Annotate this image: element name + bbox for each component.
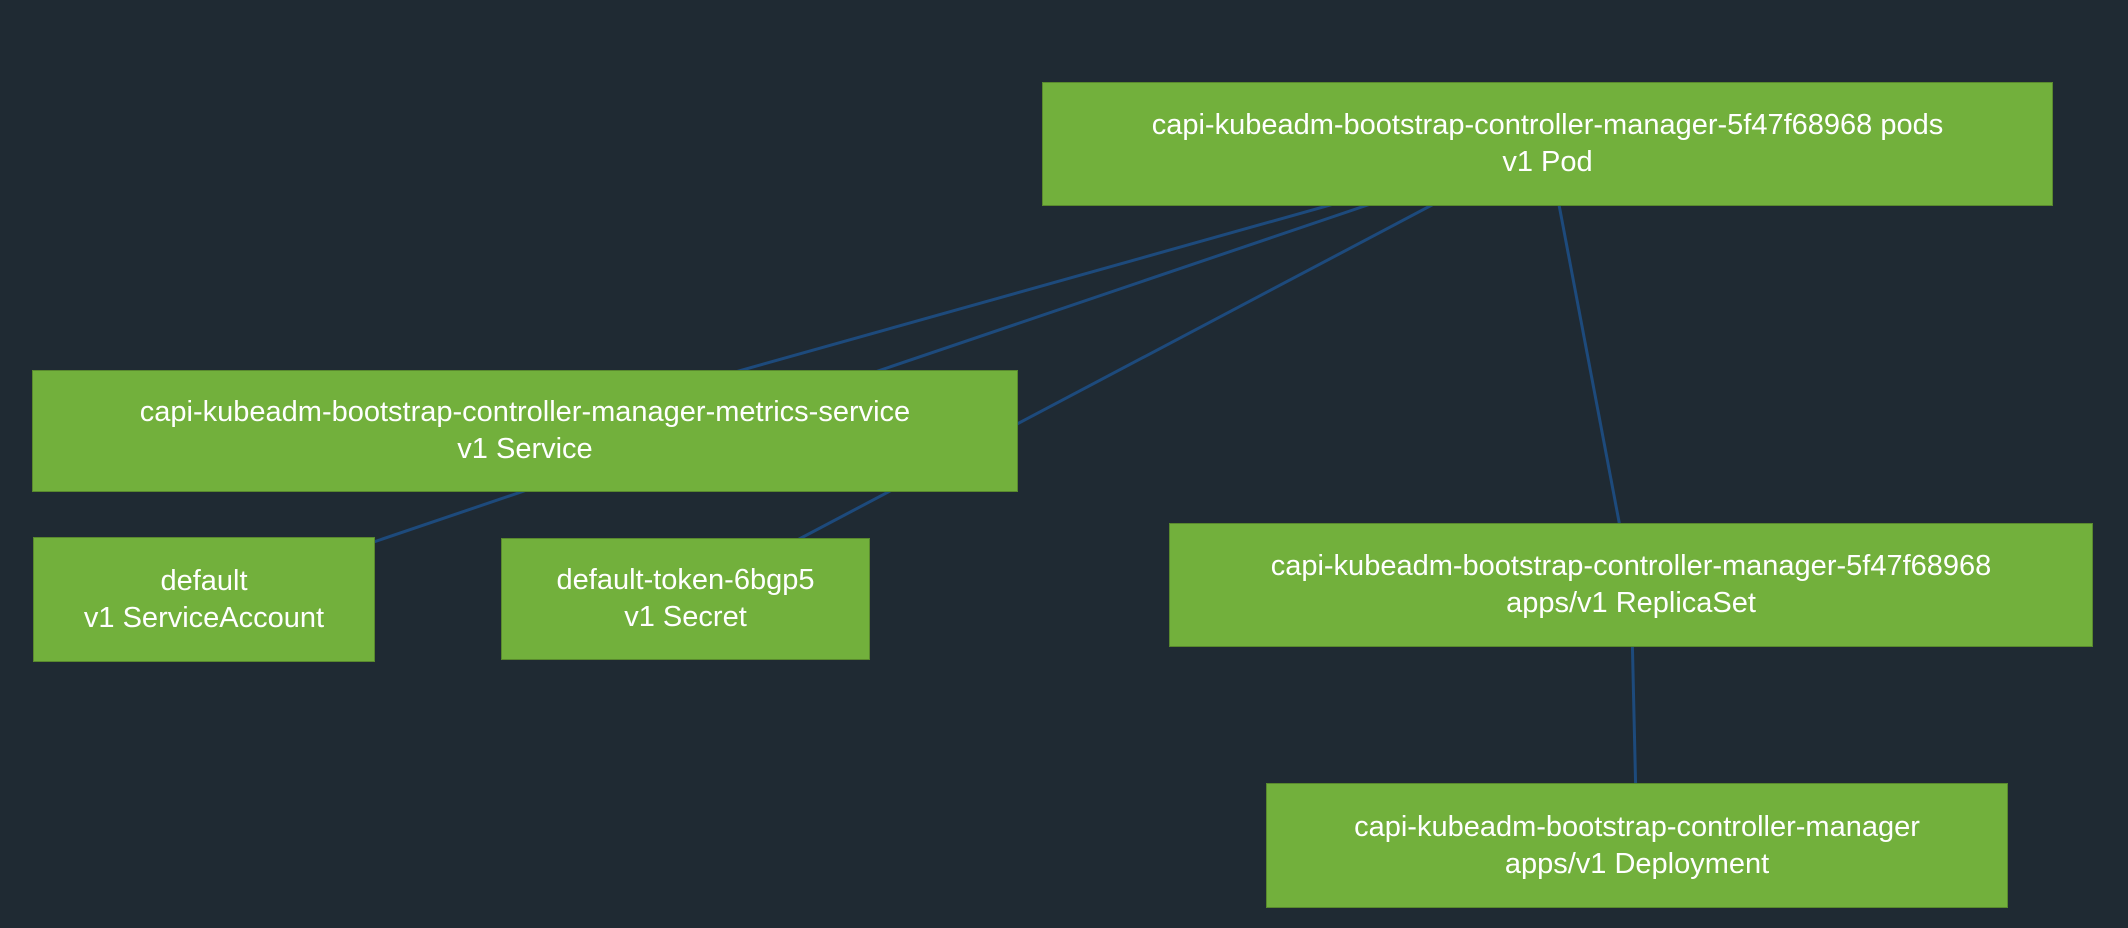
node-name-label: capi-kubeadm-bootstrap-controller-manage…: [139, 396, 911, 428]
node-name-label: default: [160, 564, 248, 597]
graph-edge-pod-secret: [684, 142, 1549, 601]
graph-node-pod[interactable]: capi-kubeadm-bootstrap-controller-manage…: [1042, 82, 2053, 206]
node-name-label: capi-kubeadm-bootstrap-controller-manage…: [1270, 550, 1992, 582]
node-kind-label: apps/v1 ReplicaSet: [1506, 587, 1756, 619]
node-kind-label: v1 Pod: [1502, 146, 1593, 178]
node-name-label: default-token-6bgp5: [556, 564, 815, 596]
graph-node-secret[interactable]: default-token-6bgp5 v1 Secret: [501, 538, 870, 660]
graph-node-deployment[interactable]: capi-kubeadm-bootstrap-controller-manage…: [1266, 783, 2008, 908]
node-kind-label: v1 ServiceAccount: [83, 601, 325, 634]
node-kind-label: apps/v1 Deployment: [1504, 847, 1770, 880]
node-name-label: capi-kubeadm-bootstrap-controller-manage…: [1151, 109, 1944, 141]
graph-node-serviceaccount[interactable]: default v1 ServiceAccount: [33, 537, 375, 662]
graph-node-replicaset[interactable]: capi-kubeadm-bootstrap-controller-manage…: [1169, 523, 2093, 647]
node-kind-label: v1 Service: [457, 433, 593, 465]
node-kind-label: v1 Secret: [624, 601, 747, 633]
graph-edge-pod-replicaset: [1546, 143, 1633, 586]
graph-node-service[interactable]: capi-kubeadm-bootstrap-controller-manage…: [32, 370, 1018, 492]
node-name-label: capi-kubeadm-bootstrap-controller-manage…: [1354, 810, 1920, 843]
